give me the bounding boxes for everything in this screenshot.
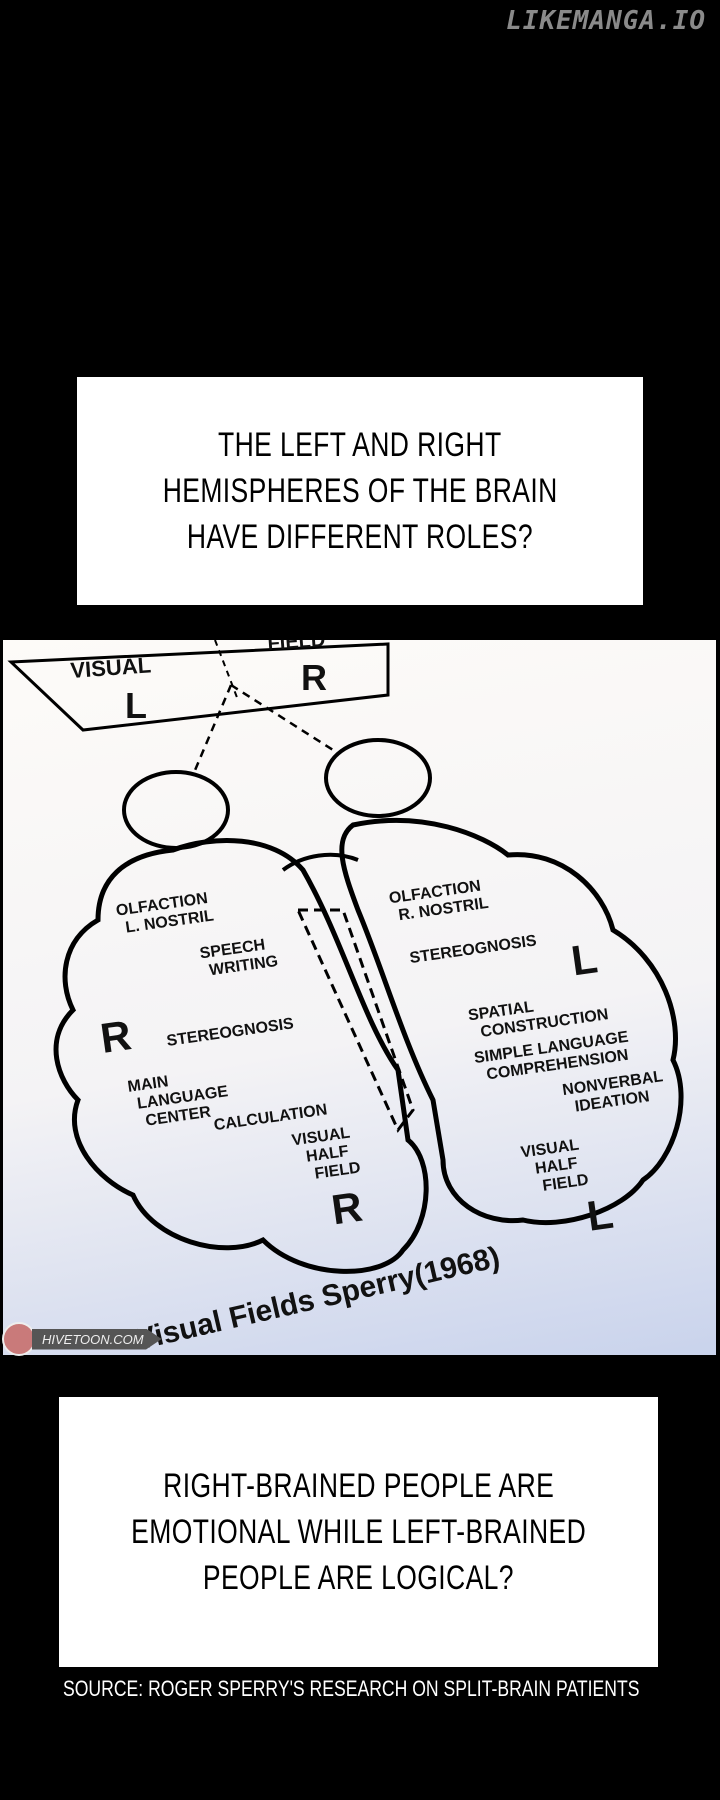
caption-line: EMOTIONAL WHILE LEFT-BRAINED	[131, 1513, 586, 1551]
left-big-letter: R	[97, 1011, 134, 1062]
right-hemisphere-labels: OLFACTION R. NOSTRIL STEREOGNOSIS L SPAT…	[388, 878, 664, 1240]
caption-line: PEOPLE ARE LOGICAL?	[202, 1559, 515, 1597]
visual-field-box	[7, 642, 390, 732]
right-bottom-letter: L	[584, 1190, 616, 1240]
right-big-letter: L	[568, 934, 600, 984]
right-hemisphere-outline	[339, 817, 684, 1226]
left-hemisphere-outline	[53, 837, 429, 1274]
caption-line: THE LEFT AND RIGHT	[218, 426, 502, 464]
caption-line: HEMISPHERES OF THE BRAIN	[162, 472, 558, 510]
source-note: SOURCE: ROGER SPERRY'S RESEARCH ON SPLIT…	[63, 1676, 640, 1701]
left-eye-globe	[122, 770, 230, 850]
label-stereognosis: STEREOGNOSIS	[409, 932, 538, 967]
hivetoon-credit: HIVETOON.COM	[2, 1322, 162, 1356]
left-bottom-letter: R	[329, 1183, 366, 1234]
caption-line: HAVE DIFFERENT ROLES?	[186, 518, 534, 556]
field-visual-label: VISUAL	[70, 652, 152, 683]
label-field: FIELD	[314, 1159, 362, 1182]
label-stereognosis: STEREOGNOSIS	[166, 1015, 295, 1050]
brain-diagram: VISUAL FIELD L R OLFACTION L. NOSTRIL SP…	[7, 640, 684, 1355]
field-right-letter: R	[301, 657, 327, 698]
hivetoon-logo-icon	[2, 1322, 36, 1356]
label-main: MAIN	[127, 1073, 170, 1096]
left-hemisphere-labels: OLFACTION L. NOSTRIL SPEECH WRITING R ST…	[97, 890, 366, 1234]
label-half: HALF	[534, 1155, 579, 1178]
right-eye-globe	[324, 738, 432, 818]
label-field: FIELD	[541, 1172, 589, 1195]
caption-box-2: RIGHT-BRAINED PEOPLE ARE EMOTIONAL WHILE…	[59, 1397, 658, 1667]
caption-line: RIGHT-BRAINED PEOPLE ARE	[162, 1467, 555, 1505]
hivetoon-credit-text: HIVETOON.COM	[32, 1328, 162, 1350]
diagram-caption: Visual Fields Sperry(1968)	[132, 1241, 503, 1355]
brain-diagram-panel: VISUAL FIELD L R OLFACTION L. NOSTRIL SP…	[3, 640, 716, 1355]
site-watermark: LIKEMANGA.IO	[506, 6, 706, 36]
field-left-letter: L	[125, 685, 147, 726]
field-word-label: FIELD	[267, 640, 326, 655]
caption-box-1: THE LEFT AND RIGHT HEMISPHERES OF THE BR…	[77, 377, 643, 605]
label-half: HALF	[305, 1143, 350, 1166]
